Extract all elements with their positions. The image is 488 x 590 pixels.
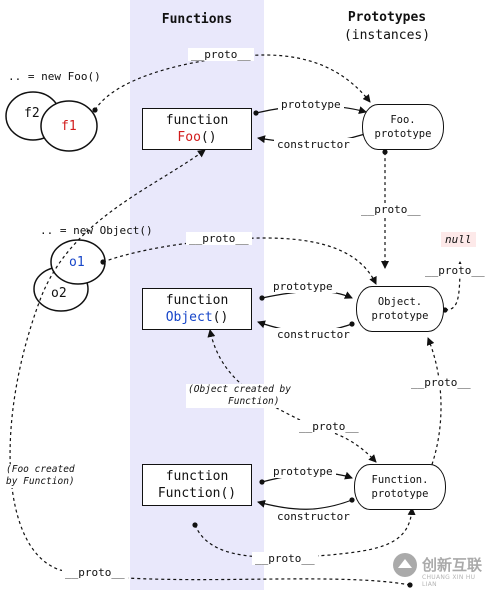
watermark-logo: 创新互联 CHUANG XIN HU LIAN: [392, 548, 488, 590]
function-prototype-node: Function. prototype: [354, 464, 446, 510]
function-object-keyword: function: [165, 293, 229, 308]
object-created-by-function-connector: [207, 329, 301, 421]
function-foo-box: function Foo(): [142, 108, 252, 150]
function-prototype-line1: Function.: [371, 474, 429, 486]
function-foo-keyword: function: [165, 113, 229, 128]
prototype-label-foo: prototype: [278, 98, 344, 111]
foo-prototype-line1: Foo.: [390, 114, 416, 126]
function-function-box: function Function(): [142, 464, 252, 506]
proto-label-foo-prototype: __proto__: [358, 203, 424, 216]
new-object-label: .. = new Object(): [40, 224, 153, 237]
object-fn-proto-connector: [299, 424, 377, 463]
function-constructor-arrow: [257, 499, 353, 510]
function-object-call: (): [212, 310, 229, 325]
object-created-note: (Object created by Function): [186, 384, 293, 408]
instance-f2-label: f2: [24, 106, 40, 121]
function-fn-proto-connector: [194, 507, 416, 558]
foo-fn-proto-connector: [9, 149, 411, 586]
watermark-icon: [393, 553, 417, 577]
function-function-keyword: function: [165, 469, 229, 484]
foo-created-note-line1: (Foo created: [6, 464, 75, 475]
object-prototype-line2: prototype: [371, 310, 429, 322]
object-created-note-line2: Function): [228, 396, 280, 407]
function-object-name: Object: [165, 310, 213, 325]
new-foo-label: .. = new Foo(): [8, 70, 101, 83]
instance-f1-circle: [40, 100, 98, 152]
function-foo-signature: Foo(): [143, 129, 251, 146]
object-created-note-line1: (Object created by: [188, 384, 291, 395]
object-prototype-null-connector: [444, 261, 464, 311]
proto-label-foo-fn: __proto__: [62, 566, 128, 579]
proto-label-f1: __proto__: [188, 48, 254, 61]
constructor-label-foo: constructor: [274, 138, 353, 151]
constructor-label-object: constructor: [274, 328, 353, 341]
object-prototype-node: Object. prototype: [356, 286, 444, 332]
proto-label-o1: __proto__: [186, 232, 252, 245]
object-prototype-line1: Object.: [377, 296, 423, 308]
f1-proto-connector: [94, 54, 371, 111]
foo-created-note-line2: by Function): [6, 476, 75, 487]
function-prototype-proto-connector: [426, 337, 442, 471]
instance-f1-label: f1: [61, 119, 77, 134]
foo-prototype-line2: prototype: [374, 128, 432, 140]
proto-label-object-fn: __proto__: [296, 420, 362, 433]
foo-created-note: (Foo created by Function): [4, 464, 77, 488]
null-value: null: [441, 232, 476, 247]
functions-header: Functions: [161, 12, 233, 27]
function-prototype-line2: prototype: [371, 488, 429, 500]
proto-label-function-prototype: __proto__: [408, 376, 474, 389]
prototype-label-object: prototype: [270, 280, 336, 293]
watermark-brand: 创新互联: [422, 556, 483, 574]
prototypes-subheader: (instances): [343, 28, 431, 43]
foo-prototype-node: Foo. prototype: [362, 104, 444, 150]
proto-label-function-fn: __proto__: [252, 552, 318, 565]
proto-label-object-prototype: __proto__: [422, 264, 488, 277]
instance-o2-label: o2: [51, 286, 67, 301]
function-foo-call: (): [200, 130, 217, 145]
prototype-label-function: prototype: [270, 465, 336, 478]
watermark-sub: CHUANG XIN HU LIAN: [422, 574, 476, 588]
constructor-label-function: constructor: [274, 510, 353, 523]
prototypes-header: Prototypes: [347, 10, 427, 25]
function-foo-name: Foo: [177, 130, 201, 145]
function-function-name: Function(): [157, 486, 237, 501]
instance-o1-label: o1: [69, 255, 85, 270]
function-object-box: function Object(): [142, 288, 252, 330]
o1-proto-connector: [102, 237, 377, 285]
function-object-signature: Object(): [143, 309, 251, 326]
